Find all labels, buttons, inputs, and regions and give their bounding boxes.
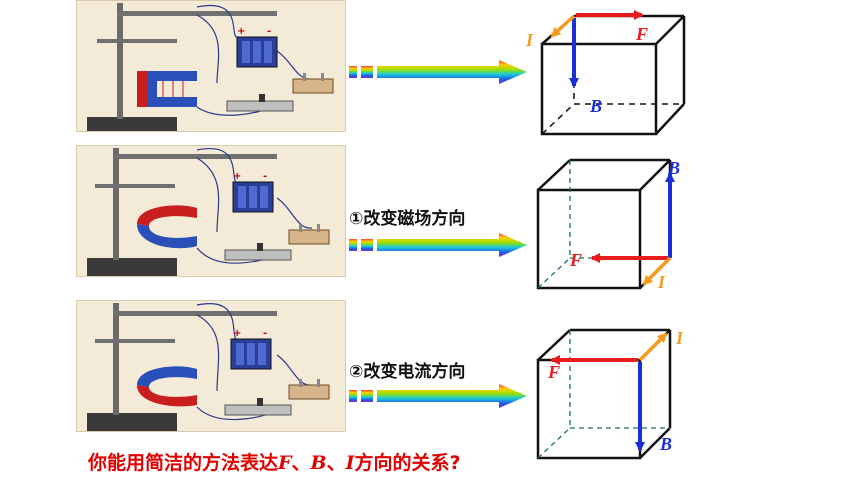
rheostat	[224, 404, 292, 416]
field-label: B	[659, 434, 672, 454]
current-label: I	[657, 272, 666, 292]
force-label: F	[569, 250, 582, 270]
magnet-north	[147, 71, 197, 107]
wire-1	[196, 157, 220, 233]
stand-arm	[117, 11, 277, 16]
current-label: I	[675, 328, 684, 348]
wire-3	[196, 4, 240, 38]
battery-minus: -	[267, 26, 271, 37]
stand-arm	[113, 311, 277, 316]
apparatus-photo-2: + -	[76, 145, 346, 277]
wire-4	[276, 50, 313, 80]
force-label: F	[547, 362, 560, 382]
battery-plus: +	[233, 328, 241, 339]
process-arrow-2	[349, 233, 527, 257]
stand-arm-lower	[97, 39, 177, 43]
magnet-north	[137, 366, 197, 387]
stand-arm-lower	[95, 184, 175, 188]
cube-diagram-1: F B I	[525, 10, 686, 136]
magnet-south	[137, 385, 197, 407]
stand-rod	[113, 148, 119, 260]
stand-rod	[117, 3, 123, 119]
process-arrow-3	[349, 384, 527, 408]
cube-diagram-2: B F I	[536, 158, 680, 292]
current-arrow	[550, 14, 576, 38]
stand-arm-lower	[95, 339, 175, 343]
battery-plus: +	[237, 26, 245, 37]
battery-minus: -	[263, 328, 267, 339]
magnet-south	[137, 205, 197, 226]
switch	[288, 229, 330, 245]
battery-plus: +	[233, 171, 241, 182]
force-label: F	[635, 24, 648, 44]
rheostat	[224, 249, 292, 261]
question-text: 你能用简洁的方法表达F、B、I方向的关系?	[88, 448, 461, 475]
apparatus-drawing-2: + -	[87, 147, 330, 276]
apparatus-photo-3: + -	[76, 300, 346, 432]
stand-base	[87, 413, 177, 431]
switch	[288, 384, 330, 400]
magnet-north	[137, 224, 197, 249]
field-label: B	[589, 96, 602, 116]
wire-4	[276, 197, 313, 229]
apparatus-drawing-3: + -	[87, 302, 330, 431]
question-sep2: 、	[326, 452, 346, 474]
question-i: I	[345, 452, 355, 474]
rheostat	[226, 100, 294, 112]
current-arrow	[638, 332, 668, 362]
stand-rod	[113, 303, 119, 415]
stand-base	[87, 258, 177, 276]
wire-1	[196, 314, 220, 392]
wire-1	[196, 14, 220, 84]
apparatus-photo-1: + -	[76, 0, 346, 132]
cube-diagram-3: F B I	[536, 328, 684, 460]
current-arrow	[642, 256, 672, 286]
current-label: I	[525, 30, 534, 50]
question-f: F	[278, 452, 292, 474]
question-part1: 你能用简洁的方法表达	[88, 452, 279, 474]
question-sep1: 、	[291, 452, 311, 474]
stand-arm	[113, 154, 277, 159]
wire-4	[276, 354, 313, 386]
apparatus-drawing-1: + -	[87, 3, 334, 131]
stand-base	[87, 117, 177, 131]
step-label-change-current: ②改变电流方向	[349, 362, 466, 382]
field-label: B	[667, 158, 680, 178]
battery-minus: -	[263, 171, 267, 182]
process-arrow-1	[349, 60, 527, 84]
magnet-south	[137, 71, 147, 107]
question-part2: 方向的关系?	[354, 452, 461, 474]
switch	[292, 78, 334, 94]
question-b: B	[310, 452, 327, 474]
step-label-change-field: ①改变磁场方向	[349, 209, 466, 229]
